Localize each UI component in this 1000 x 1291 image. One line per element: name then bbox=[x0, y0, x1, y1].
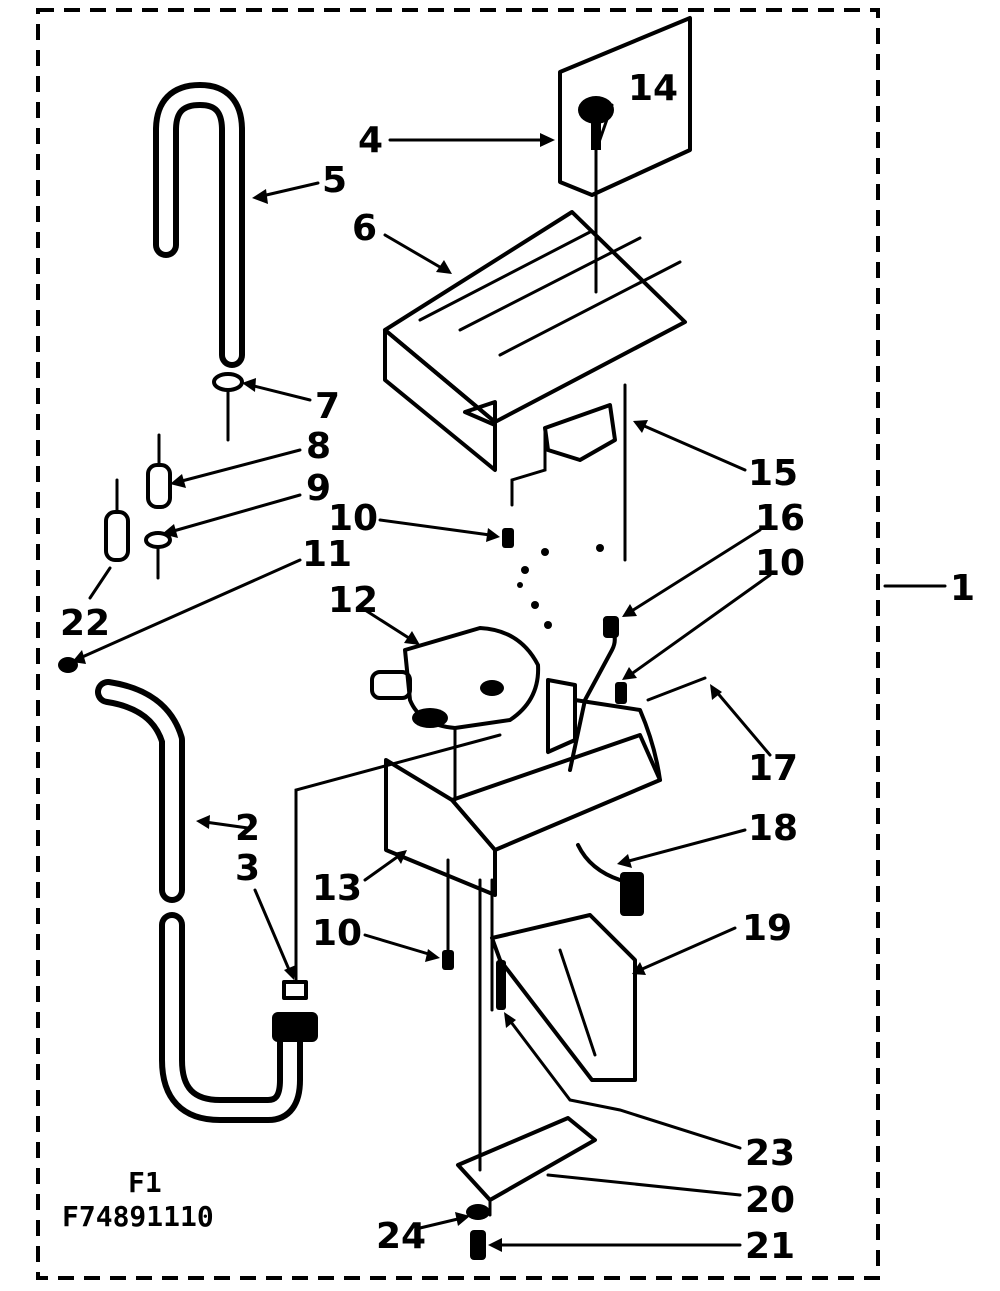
callout-10c: 10 bbox=[312, 913, 362, 954]
callout-17: 17 bbox=[748, 748, 798, 789]
callout-20: 20 bbox=[745, 1180, 795, 1221]
part-18-connector bbox=[576, 843, 644, 916]
callout-10b: 10 bbox=[755, 543, 805, 584]
part-2-drain-hose bbox=[95, 679, 303, 1123]
callout-9: 9 bbox=[306, 468, 331, 509]
callout-14: 14 bbox=[628, 68, 678, 109]
part-20-channel bbox=[456, 1116, 597, 1217]
callout-4: 4 bbox=[358, 120, 383, 161]
assembly-border bbox=[36, 8, 880, 1280]
part-10c-screw bbox=[442, 950, 454, 970]
part-12-valve bbox=[370, 626, 541, 730]
part-14-knob bbox=[578, 96, 614, 150]
part-17-screw bbox=[646, 676, 707, 702]
part-6-channel bbox=[383, 210, 687, 472]
callout-7: 7 bbox=[315, 386, 340, 427]
part-10a-screw bbox=[502, 528, 514, 548]
part-7-washer bbox=[212, 372, 244, 392]
callout-11: 11 bbox=[302, 534, 352, 575]
callout-8: 8 bbox=[306, 426, 331, 467]
callout-18: 18 bbox=[748, 808, 798, 849]
part-8-fitting bbox=[146, 463, 172, 509]
part-23-screw bbox=[490, 878, 506, 1012]
part-22-fitting bbox=[104, 510, 130, 562]
part-13-bracket bbox=[384, 678, 662, 897]
callout-23: 23 bbox=[745, 1133, 795, 1174]
callout-2: 2 bbox=[235, 808, 260, 849]
part-21-bolt bbox=[470, 1230, 486, 1260]
figure-code: F74891110 bbox=[62, 1200, 214, 1233]
part-3-coupling bbox=[272, 980, 318, 1042]
callout-19: 19 bbox=[742, 908, 792, 949]
callout-15: 15 bbox=[748, 453, 798, 494]
part-4-panel bbox=[558, 16, 692, 197]
callout-6: 6 bbox=[352, 208, 377, 249]
callout-3: 3 bbox=[235, 848, 260, 889]
part-19-bracket bbox=[490, 913, 637, 1082]
scattered-fasteners bbox=[517, 544, 604, 629]
callout-24: 24 bbox=[376, 1216, 426, 1257]
callout-12: 12 bbox=[328, 580, 378, 621]
callout-1: 1 bbox=[950, 568, 975, 609]
leader-lines bbox=[72, 103, 947, 1252]
callout-21: 21 bbox=[745, 1226, 795, 1267]
part-5-hook-hose bbox=[153, 82, 245, 368]
figure-label: F1 bbox=[128, 1166, 162, 1199]
part-16-wire-clip bbox=[568, 616, 619, 772]
callout-16: 16 bbox=[755, 498, 805, 539]
callout-13: 13 bbox=[312, 868, 362, 909]
part-10b-screw bbox=[615, 682, 627, 704]
callout-22: 22 bbox=[60, 603, 110, 644]
callout-10a: 10 bbox=[328, 498, 378, 539]
part-15-bracket bbox=[543, 403, 617, 462]
callout-5: 5 bbox=[322, 160, 347, 201]
part-24-nut bbox=[466, 1204, 490, 1220]
